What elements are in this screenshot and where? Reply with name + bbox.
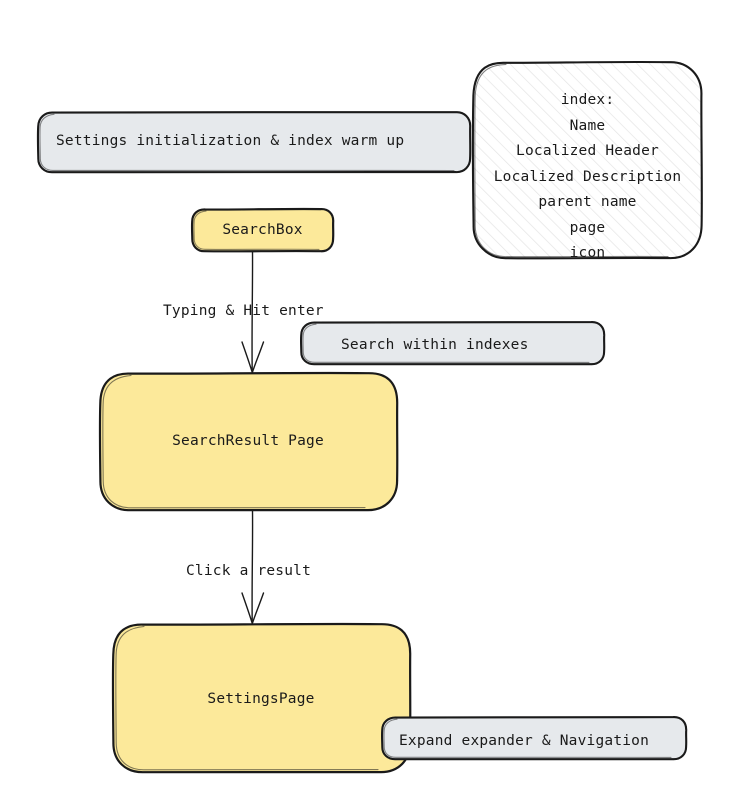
index-line: Localized Description — [493, 168, 682, 185]
index-line: index: — [560, 92, 615, 108]
index-line: page — [569, 219, 606, 236]
node-settingspage[interactable] — [111, 622, 412, 774]
index-line: Localized Header — [516, 143, 659, 159]
index-line: icon — [569, 245, 606, 261]
note-expand-expander — [380, 715, 688, 761]
index-line: parent name — [538, 194, 637, 210]
index-box — [471, 60, 703, 260]
edge-typing-hit-enter — [241, 251, 265, 374]
edge-click-a-result — [241, 510, 265, 625]
index-box-lines: index: Name Localized Header Localized D… — [473, 88, 702, 267]
node-searchresult-page[interactable] — [98, 371, 399, 512]
note-search-within-indexes — [299, 320, 606, 366]
node-searchbox[interactable] — [190, 207, 335, 253]
note-settings-initialization — [36, 110, 472, 174]
index-line: Name — [569, 117, 606, 134]
